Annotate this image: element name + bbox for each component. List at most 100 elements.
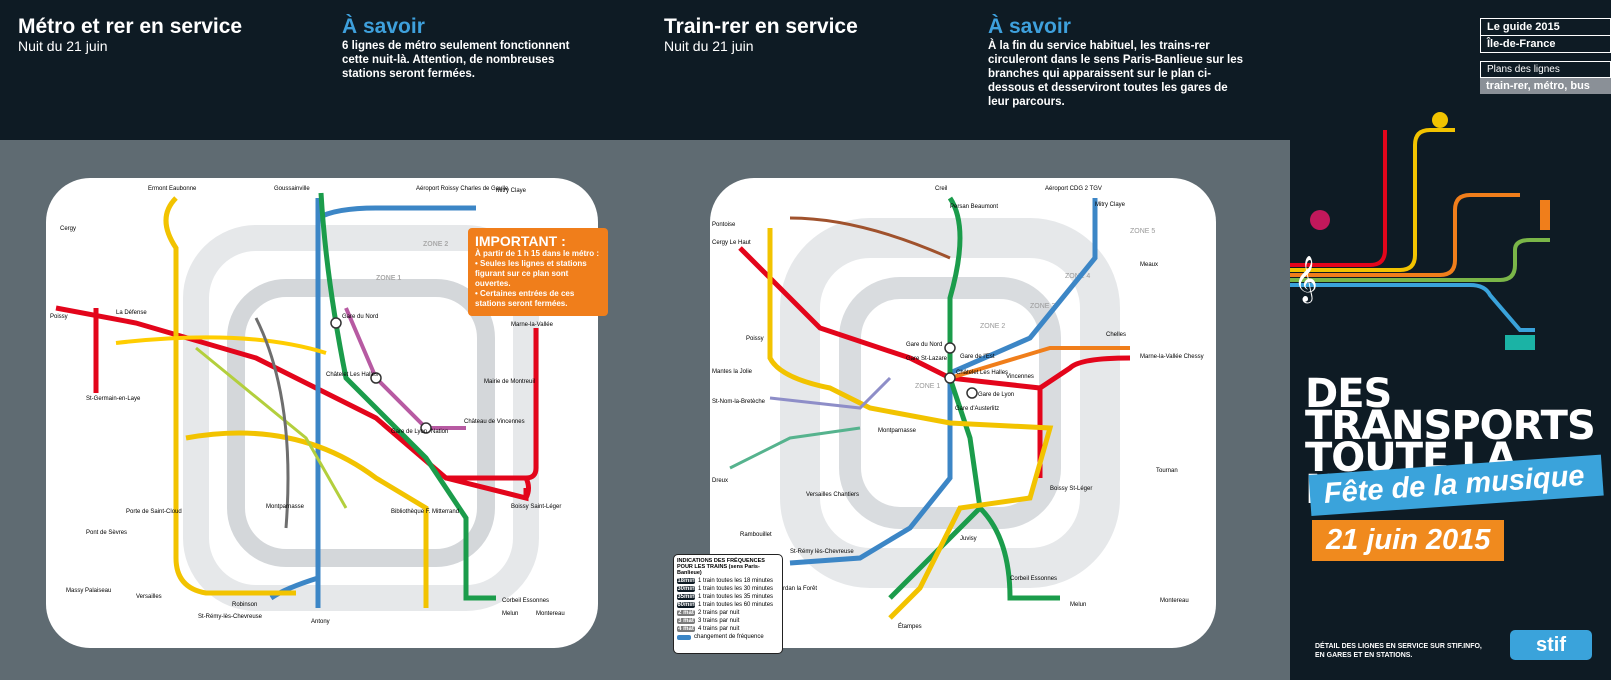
important-intro: À partir de 1 h 15 dans le métro : — [475, 249, 600, 258]
legend-tag: 35min — [677, 594, 695, 600]
train-station-austerlitz: Gare d'Austerlitz — [955, 406, 999, 412]
metro-station-melun: Melun — [502, 611, 518, 617]
legend-title: INDICATIONS DES FRÉQUENCES POUR LES TRAI… — [677, 558, 765, 576]
train-station-montereau: Montereau — [1160, 598, 1189, 604]
music-line-green — [1290, 238, 1550, 282]
poster-footer: DÉTAIL DES LIGNES EN SERVICE SUR STIF.IN… — [1315, 642, 1482, 660]
metro-station-corbeil: Corbeil Essonnes — [502, 598, 549, 604]
metro-station-porte-st-cloud: Porte de Saint-Cloud — [126, 509, 182, 515]
train-rer-d-melun — [978, 506, 1060, 601]
metro-station-st-remy: St-Rémy-lès-Chevreuse — [198, 614, 263, 620]
chatelet-station[interactable] — [370, 372, 382, 384]
train-station-montparnasse: Montparnasse — [878, 428, 917, 434]
music-line-yellow — [1290, 128, 1455, 272]
gare-du-nord-station[interactable] — [330, 317, 342, 329]
train-line-l — [769, 376, 892, 410]
date-banner: 21 juin 2015 — [1312, 520, 1505, 561]
train-info-block: À savoir À la fin du service habituel, l… — [988, 16, 1248, 109]
metro-station-ermont: Ermont Eaubonne — [148, 186, 197, 192]
train-title: Train-rer en service — [664, 15, 858, 38]
metro-station-la-defense: La Défense — [116, 310, 147, 316]
guide-region: Île-de-France — [1480, 36, 1611, 53]
train-station-mitry: Mitry Claye — [1095, 202, 1126, 208]
train-station-st-nom: St-Nom-la-Bretèche — [712, 399, 766, 405]
train-gare-du-nord-station[interactable] — [944, 342, 956, 354]
stif-logo: stif — [1510, 630, 1592, 660]
footer-line1: DÉTAIL DES LIGNES EN SERVICE SUR STIF.IN… — [1315, 643, 1482, 650]
metro-station-gare-du-nord: Gare du Nord — [342, 314, 378, 320]
train-rer-c — [767, 228, 1054, 620]
train-rer-d — [888, 196, 983, 600]
train-zone-outer — [780, 218, 1120, 588]
train-station-corbeil: Corbeil Essonnes — [1010, 576, 1057, 582]
music-line-blue — [1290, 283, 1535, 332]
metro-station-cergy: Cergy — [60, 226, 76, 232]
metro-heading-block: Métro et rer en service Nuit du 21 juin — [18, 15, 243, 55]
train-station-persan: Persan Beaumont — [950, 204, 998, 210]
train-station-etampes: Étampes — [898, 623, 922, 630]
train-gare-de-lyon-station[interactable] — [966, 387, 978, 399]
train-station-gare-de-l-est: Gare de l'Est — [960, 354, 995, 360]
plans-label: Plans des lignes — [1480, 61, 1611, 78]
rer-a-line — [55, 305, 539, 481]
electric-guitar-icon — [1432, 112, 1448, 128]
train-station-dreux: Dreux — [712, 478, 728, 484]
metro-subtitle: Nuit du 21 juin — [18, 38, 108, 54]
train-station-cergy: Cergy Le Haut — [712, 240, 751, 246]
metro-station-chateau-de-vincennes: Château de Vincennes — [464, 419, 525, 425]
metro-station-bibliotheque: Bibliothèque F. Mitterrand — [391, 509, 459, 515]
train-station-chelles: Chelles — [1106, 332, 1126, 338]
music-line-red — [1290, 130, 1387, 267]
poster-panel — [1290, 0, 1611, 680]
train-station-creil: Creil — [935, 186, 947, 192]
treble-clef-icon: 𝄞 — [1294, 256, 1318, 304]
music-line-orange — [1290, 193, 1520, 277]
train-chatelet-station[interactable] — [944, 372, 956, 384]
metro-station-cdg: Aéroport Roissy Charles de Gaulle — [416, 186, 509, 192]
plans-sub: train-rer, métro, bus — [1480, 78, 1611, 94]
legend-tag: 3 mat — [677, 618, 695, 624]
metro-13-line — [254, 317, 290, 529]
metro-station-robinson: Robinson — [232, 602, 257, 608]
train-station-meaux: Meaux — [1140, 262, 1158, 268]
headline-line2: TRANSPORTS — [1305, 403, 1596, 449]
legend-text: 2 trains par nuit — [698, 610, 740, 616]
metro-map: ZONE 2 ZONE 1 Goussainville Aéroport Roi… — [50, 186, 565, 625]
music-lines-illustration: 𝄞 — [1290, 112, 1550, 350]
legend-row: changement de fréquence — [677, 634, 779, 640]
metro-1-line — [115, 335, 327, 355]
train-station-st-remy: St-Rémy lès-Chevreuse — [790, 549, 854, 555]
metro-station-gare-de-lyon: Gare de Lyon — [391, 429, 427, 435]
piano-icon — [1505, 335, 1535, 350]
metro-title: Métro et rer en service — [18, 15, 243, 38]
train-station-pontoise: Pontoise — [712, 222, 736, 228]
metro-zone2-label: ZONE 2 — [423, 241, 448, 248]
legend-text: 1 train toutes les 35 minutes — [698, 594, 774, 600]
rer-e-line — [344, 307, 466, 430]
train-station-chatelet: Châtelet Les Halles — [956, 370, 1008, 376]
metro-zone1-label: ZONE 1 — [376, 275, 401, 282]
zone2-ring — [183, 225, 539, 611]
metro-station-montereau: Montereau — [536, 611, 565, 617]
train-rer-a — [738, 246, 1131, 391]
horn-icon — [1310, 210, 1330, 230]
metro-station-goussainville: Goussainville — [274, 186, 310, 192]
frequency-change-icon — [677, 634, 691, 640]
train-station-dourdan: Dourdan la Forêt — [772, 586, 817, 592]
gare-de-lyon-station[interactable] — [420, 422, 432, 434]
metro-station-boissy: Boissy Saint-Léger — [511, 504, 561, 510]
rer-c-line — [163, 196, 296, 596]
savoir-metro-text: 6 lignes de métro seulement fonctionnent… — [342, 40, 570, 80]
legend-tag: 30min — [677, 586, 695, 592]
metro-station-massy: Massy Palaiseau — [66, 588, 111, 594]
legend-text: 3 trains par nuit — [698, 618, 740, 624]
train-station-poissy: Poissy — [746, 336, 764, 342]
metro-station-mairie-de-montreuil: Mairie de Montreuil — [484, 379, 535, 385]
legend-text: 4 trains par nuit — [698, 626, 740, 632]
frequency-legend: INDICATIONS DES FRÉQUENCES POUR LES TRAI… — [673, 554, 783, 654]
